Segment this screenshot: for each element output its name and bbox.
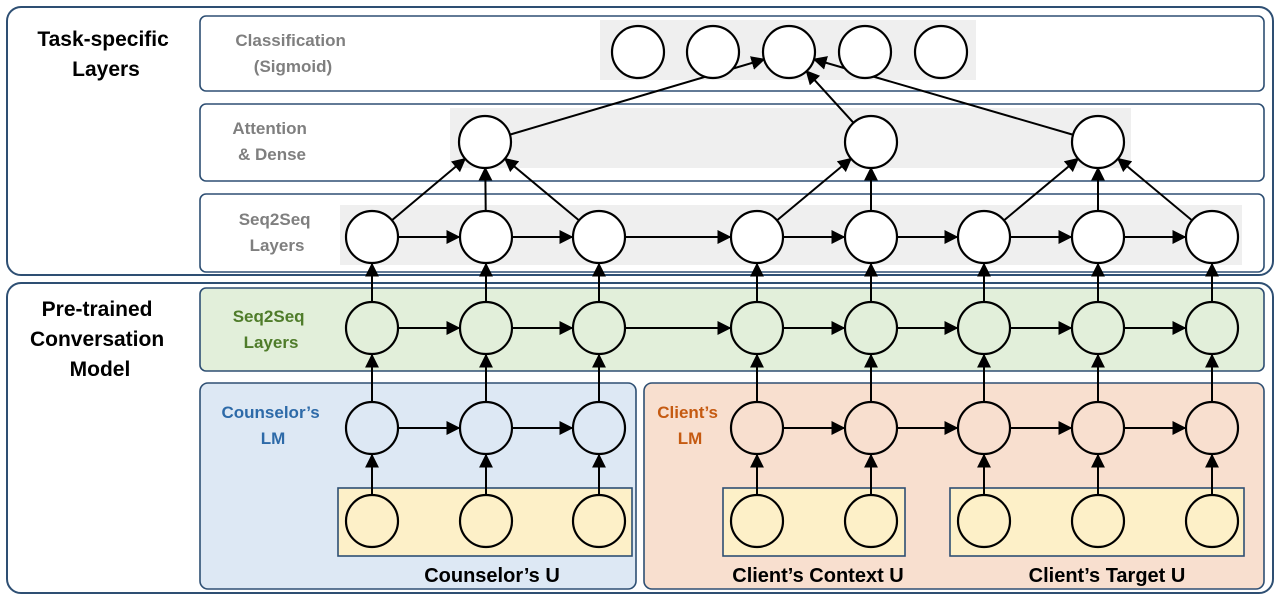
task-seq2seq-node: [1184, 209, 1240, 265]
utterance-input-node: [1184, 493, 1240, 549]
seq2seq-to-attention-arrow: [776, 157, 853, 222]
client-lm-node: [956, 400, 1012, 456]
task-specific-title: Task-specific Layers: [37, 28, 174, 81]
attention-node: [843, 114, 899, 170]
seq2seq-top-label: Seq2Seq Layers: [239, 210, 316, 255]
pretrained-title: Pre-trained Conversation Model: [30, 298, 170, 381]
counselor-lm-label: Counselor’s LM: [222, 403, 325, 448]
client-lm-label: Client’s LM: [657, 403, 723, 448]
attention-label-line-2: & Dense: [238, 145, 306, 164]
pretrained-seq2seq-node: [843, 300, 899, 356]
task-specific-title-line-2: Layers: [72, 58, 140, 81]
classification-node: [685, 24, 741, 80]
network-nodes: [344, 24, 1240, 549]
classification-node: [913, 24, 969, 80]
counselor-lm-node: [344, 400, 400, 456]
pretrained-seq2seq-node: [1070, 300, 1126, 356]
classification-node: [837, 24, 893, 80]
utterance-input-node: [1070, 493, 1126, 549]
client-target-u-label: Client’s Target U: [1029, 565, 1186, 587]
task-specific-frame: [6, 6, 1274, 276]
seq2seq-to-attention-arrow: [1003, 157, 1080, 222]
task-seq2seq-node: [571, 209, 627, 265]
attention-node: [1070, 114, 1126, 170]
task-seq2seq-node: [1070, 209, 1126, 265]
task-seq2seq-node: [344, 209, 400, 265]
seq2seq-to-attention-arrow: [391, 157, 467, 222]
seq2seq-pre-label: Seq2Seq Layers: [233, 307, 310, 352]
counselor-lm-label-line-1: Counselor’s: [222, 403, 320, 422]
pretrained-title-line-1: Pre-trained: [42, 298, 153, 321]
seq2seq-pre-label-line-2: Layers: [244, 333, 299, 352]
counselor-u-label: Counselor’s U: [424, 565, 560, 587]
pretrained-title-line-3: Model: [70, 358, 131, 381]
pretrained-seq2seq-node: [344, 300, 400, 356]
attention-label-line-1: Attention: [232, 119, 307, 138]
task-specific-title-line-1: Task-specific: [37, 28, 169, 51]
pretrained-seq2seq-node: [458, 300, 514, 356]
client-lm-node: [1070, 400, 1126, 456]
attention-to-classification-arrow: [805, 70, 855, 124]
classification-node: [610, 24, 666, 80]
classification-label-line-1: Classification: [235, 31, 346, 50]
attention-band: [450, 108, 1131, 168]
utterance-input-node: [956, 493, 1012, 549]
pretrained-seq2seq-node: [729, 300, 785, 356]
task-seq2seq-node: [843, 209, 899, 265]
utterance-input-node: [458, 493, 514, 549]
classification-node: [761, 24, 817, 80]
task-seq2seq-node: [729, 209, 785, 265]
counselor-lm-node: [458, 400, 514, 456]
pretrained-title-line-2: Conversation: [30, 328, 164, 351]
counselor-lm-node: [571, 400, 627, 456]
attention-label: Attention & Dense: [232, 119, 311, 164]
seq2seq-top-label-line-1: Seq2Seq: [239, 210, 311, 229]
pretrained-seq2seq-node: [571, 300, 627, 356]
counselor-lm-label-line-2: LM: [261, 429, 286, 448]
attention-node: [457, 114, 513, 170]
utterance-input-node: [571, 493, 627, 549]
task-seq2seq-node: [458, 209, 514, 265]
seq2seq-pre-label-line-1: Seq2Seq: [233, 307, 305, 326]
classification-label-line-2: (Sigmoid): [254, 57, 332, 76]
client-lm-node: [843, 400, 899, 456]
classification-label: Classification (Sigmoid): [235, 31, 350, 76]
seq2seq-to-attention-arrow: [1116, 157, 1193, 222]
seq2seq-top-label-line-2: Layers: [250, 236, 305, 255]
utterance-input-node: [729, 493, 785, 549]
pretrained-seq2seq-node: [956, 300, 1012, 356]
seq2seq-to-attention-arrow: [503, 157, 580, 222]
client-lm-node: [1184, 400, 1240, 456]
pretrained-seq2seq-node: [1184, 300, 1240, 356]
client-lm-label-line-1: Client’s: [657, 403, 718, 422]
utterance-input-node: [843, 493, 899, 549]
utterance-input-node: [344, 493, 400, 549]
task-seq2seq-node: [956, 209, 1012, 265]
client-lm-node: [729, 400, 785, 456]
client-context-u-label: Client’s Context U: [732, 565, 904, 587]
pretrained-frame: [6, 282, 1274, 594]
client-lm-label-line-2: LM: [678, 429, 703, 448]
